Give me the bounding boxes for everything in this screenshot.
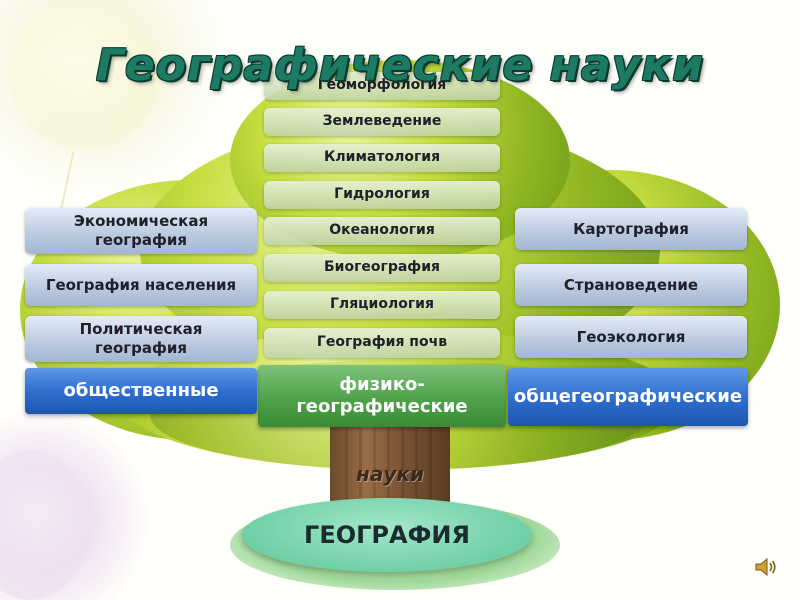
slide-title: Географические науки <box>95 40 705 91</box>
physical-category: физико- географические <box>258 365 506 427</box>
physical-item: Биогеография <box>264 254 500 282</box>
balloon-decoration <box>0 450 90 600</box>
social-item: Политическая география <box>25 316 257 362</box>
general-item: Геоэкология <box>515 316 747 358</box>
physical-item: Землеведение <box>264 108 500 136</box>
social-category: общественные <box>25 368 257 414</box>
general-item: Картография <box>515 208 747 250</box>
root-label: ГЕОГРАФИЯ <box>242 498 532 572</box>
social-item: География населения <box>25 264 257 306</box>
physical-item: Гляциология <box>264 291 500 319</box>
trunk-label: науки <box>356 462 424 486</box>
physical-item: География почв <box>264 328 500 358</box>
balloon-decoration <box>10 0 160 150</box>
speaker-icon[interactable] <box>754 556 778 578</box>
social-item: Экономическая география <box>25 208 257 254</box>
speaker-icon-svg <box>755 557 776 577</box>
general-category: общегеографические <box>508 368 748 426</box>
physical-item: Океанология <box>264 217 500 245</box>
general-item: Страноведение <box>515 264 747 306</box>
physical-item: Климатология <box>264 144 500 172</box>
physical-item: Геоморфология <box>264 72 500 100</box>
physical-item: Гидрология <box>264 181 500 209</box>
